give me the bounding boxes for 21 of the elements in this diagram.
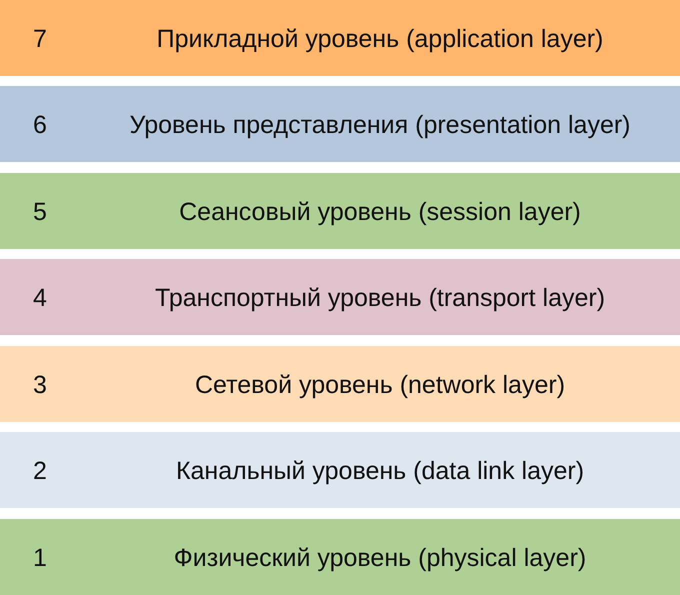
layer-number: 2	[33, 456, 47, 486]
layer-name: Прикладной уровень (application layer)	[156, 24, 604, 54]
layer-name: Сетевой уровень (network layer)	[194, 370, 566, 400]
layer-band	[0, 519, 680, 595]
layer-band	[0, 173, 680, 249]
layer-number: 6	[33, 110, 47, 140]
layer-name: Физический уровень (physical layer)	[174, 543, 586, 574]
layer-number: 4	[33, 283, 47, 314]
layer-band	[0, 0, 680, 76]
layer-band	[0, 432, 680, 508]
layer-name: Уровень представления (presentation layer)	[129, 110, 631, 140]
layer-number: 3	[33, 370, 47, 400]
layer-name: Транспортный уровень (transport layer)	[154, 283, 606, 314]
layer-name: Сеансовый уровень (session layer)	[179, 197, 581, 228]
layer-name: Канальный уровень (data link layer)	[176, 456, 584, 486]
layer-number: 7	[33, 24, 47, 54]
layer-band	[0, 259, 680, 335]
layer-number: 1	[33, 543, 47, 574]
layer-band	[0, 86, 680, 162]
layer-band	[0, 346, 680, 422]
layer-number: 5	[33, 197, 47, 228]
